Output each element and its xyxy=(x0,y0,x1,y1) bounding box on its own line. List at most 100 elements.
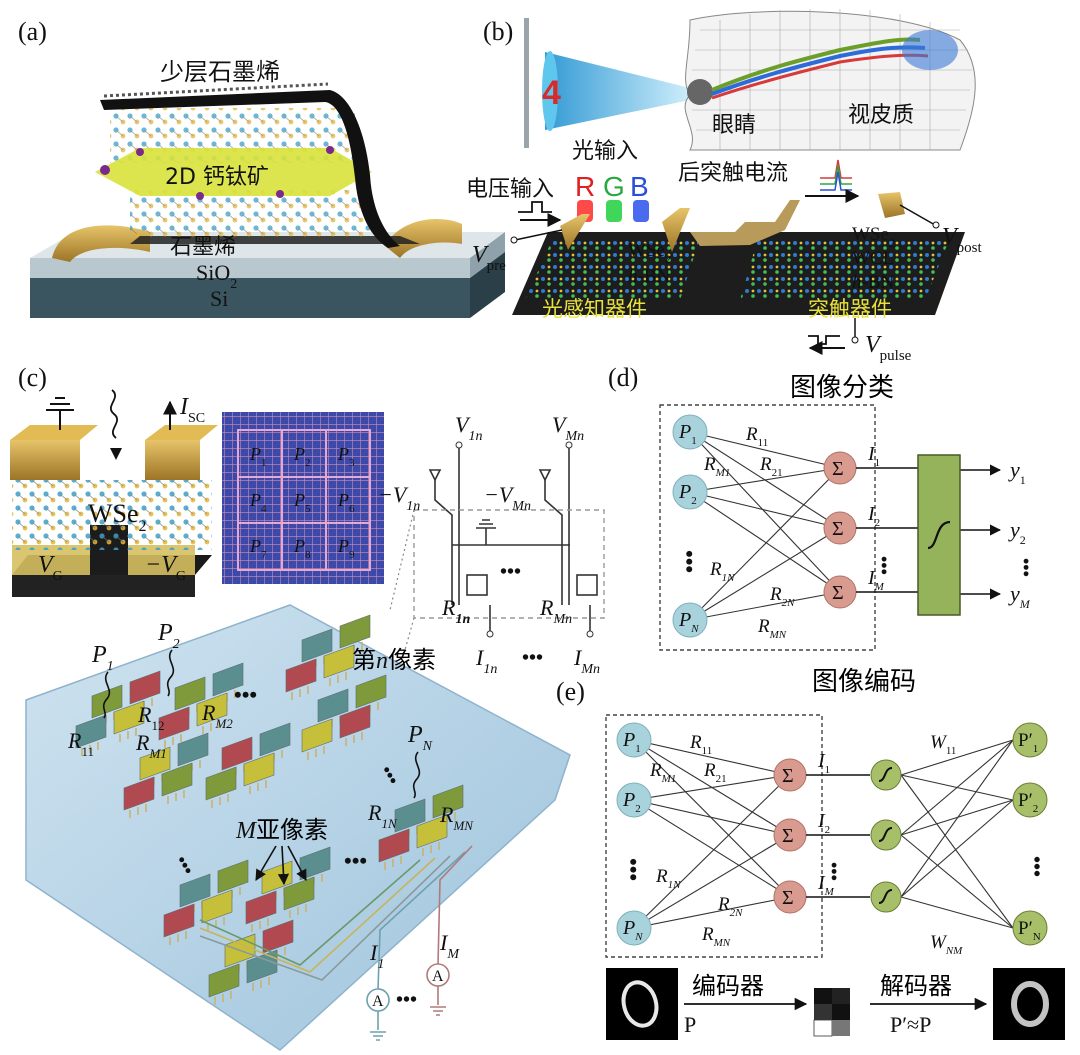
ammeter-1-label: A xyxy=(372,993,384,1010)
light-wave-pn-icon xyxy=(412,751,421,799)
eye-label: 眼睛 xyxy=(712,113,756,138)
ammeter-m xyxy=(426,963,450,987)
ammeter-m-label: A xyxy=(432,968,444,985)
weight-label-r1N: R1N xyxy=(709,559,735,584)
perovskite-layer xyxy=(95,148,372,196)
pixel-pn xyxy=(378,784,464,870)
crossbar-edge xyxy=(633,739,791,898)
crossbar-edge xyxy=(689,467,841,621)
subpixel-tile xyxy=(158,706,190,741)
subpixel-tile xyxy=(129,670,161,705)
crossbar-edge xyxy=(633,774,791,801)
weight-label-r1N: R1N xyxy=(655,866,681,891)
output-node-label: P′1 xyxy=(1018,730,1038,755)
blue-label: B xyxy=(630,171,649,202)
v-pulse-label: Vpulse xyxy=(865,332,912,364)
wse2-photodiode-device xyxy=(10,425,218,597)
subpixel-tile xyxy=(394,798,426,833)
output-label-y2: y2 xyxy=(1008,517,1026,547)
digit-stimulus: 4 xyxy=(542,74,561,112)
light-wave-icon xyxy=(109,389,119,439)
output-ellipsis: ••• xyxy=(1025,856,1047,877)
output-label-yM: yM xyxy=(1008,581,1031,611)
subpixel-tile xyxy=(123,776,155,811)
crossbar-edge xyxy=(633,774,791,929)
synapse-lattice xyxy=(740,238,950,300)
current-label-i1: I1 xyxy=(867,443,880,469)
weight-label-rMN: RMN xyxy=(757,616,787,641)
wcl-label: WCL xyxy=(852,248,894,269)
weight-label-rM1: RM1 xyxy=(649,760,676,785)
subpixel-tile xyxy=(339,614,371,649)
rmn-label: RMn xyxy=(539,595,572,627)
weight-label-r21: R21 xyxy=(703,760,727,785)
decoder-edge xyxy=(900,799,1014,836)
pixel-p2-tl xyxy=(158,662,244,748)
neg-vmn-label: −VMn xyxy=(484,482,531,514)
visual-cortex-region xyxy=(902,30,958,70)
current-ellipsis: ••• xyxy=(874,556,894,575)
pixel-bottom-b xyxy=(245,846,331,932)
subpixel-tile xyxy=(355,674,387,709)
decoder-edge xyxy=(900,739,1014,836)
isc-label: ISC xyxy=(179,394,205,426)
encoder-label: 编码器 xyxy=(692,972,764,1000)
p1-label: P1 xyxy=(91,642,114,674)
rgb-light-sources xyxy=(577,200,649,222)
subpixel-tile xyxy=(432,784,464,819)
input-image xyxy=(606,968,678,1040)
subpixel-tile xyxy=(75,714,107,749)
panel-a-label: (a) xyxy=(18,17,47,46)
light-input-label: 光输入 xyxy=(572,139,638,164)
crossbar-edge xyxy=(689,591,841,621)
image-classification-title: 图像分类 xyxy=(790,373,894,403)
wse2-right-label: WSe2 xyxy=(852,224,895,250)
photo-sensing-lattice xyxy=(525,238,700,300)
crossbar-edge xyxy=(633,739,791,776)
encoded-image xyxy=(813,988,850,1037)
rm1-label: RM1 xyxy=(135,730,167,761)
crossbar-edge xyxy=(689,491,841,593)
pixel-p2-bl xyxy=(205,722,291,808)
current-label-iM: IM xyxy=(867,567,885,593)
subpixel-tile xyxy=(259,722,291,757)
input-node-label: PN xyxy=(678,609,699,635)
output-node-pN xyxy=(1012,910,1048,946)
crossbar-edge xyxy=(689,467,841,493)
subpixel-tile xyxy=(339,704,371,739)
subpixel-tile xyxy=(196,692,228,727)
subpixel-tile xyxy=(323,644,355,679)
nth-pixel-label: 第n像素 xyxy=(352,646,436,674)
input-node-label: P1 xyxy=(622,729,641,755)
subpixel-tile xyxy=(378,828,410,863)
photo-device-label: 光感知器件 xyxy=(542,297,647,321)
pixel-bottom-a xyxy=(163,859,249,945)
pixel-label-p3: P3 xyxy=(337,444,355,469)
crossbar-edge xyxy=(689,431,841,593)
input-node-p1 xyxy=(672,414,708,450)
output-node-label: P′2 xyxy=(1018,790,1038,815)
stimulus-screen xyxy=(524,18,529,148)
sensor-array-substrate xyxy=(25,604,571,1051)
subpixel-tile xyxy=(317,688,349,723)
green-label: G xyxy=(603,171,625,202)
subpixel-tile xyxy=(212,662,244,697)
pn-label: PN xyxy=(407,722,433,754)
input-node-pN xyxy=(672,602,708,638)
current-label-i2: I2 xyxy=(817,810,830,836)
crossbar-edge xyxy=(689,491,841,529)
vmn-label: VMn xyxy=(552,412,584,444)
crossbar-edge xyxy=(633,799,791,836)
decoder-edge xyxy=(900,774,1014,929)
weight-label-r21: R21 xyxy=(759,454,783,479)
spikes-icon xyxy=(805,159,860,203)
r1n-label: R1n xyxy=(441,595,470,627)
pixel-label-p2: P2 xyxy=(293,444,311,469)
electrode-2 xyxy=(662,208,690,252)
pixel-array-micrograph xyxy=(222,412,384,584)
subpixel-tile xyxy=(177,732,209,767)
pixel-label-p7: P7 xyxy=(249,536,267,561)
electrode-3 xyxy=(878,192,905,218)
sigmoid-icon xyxy=(878,889,893,904)
